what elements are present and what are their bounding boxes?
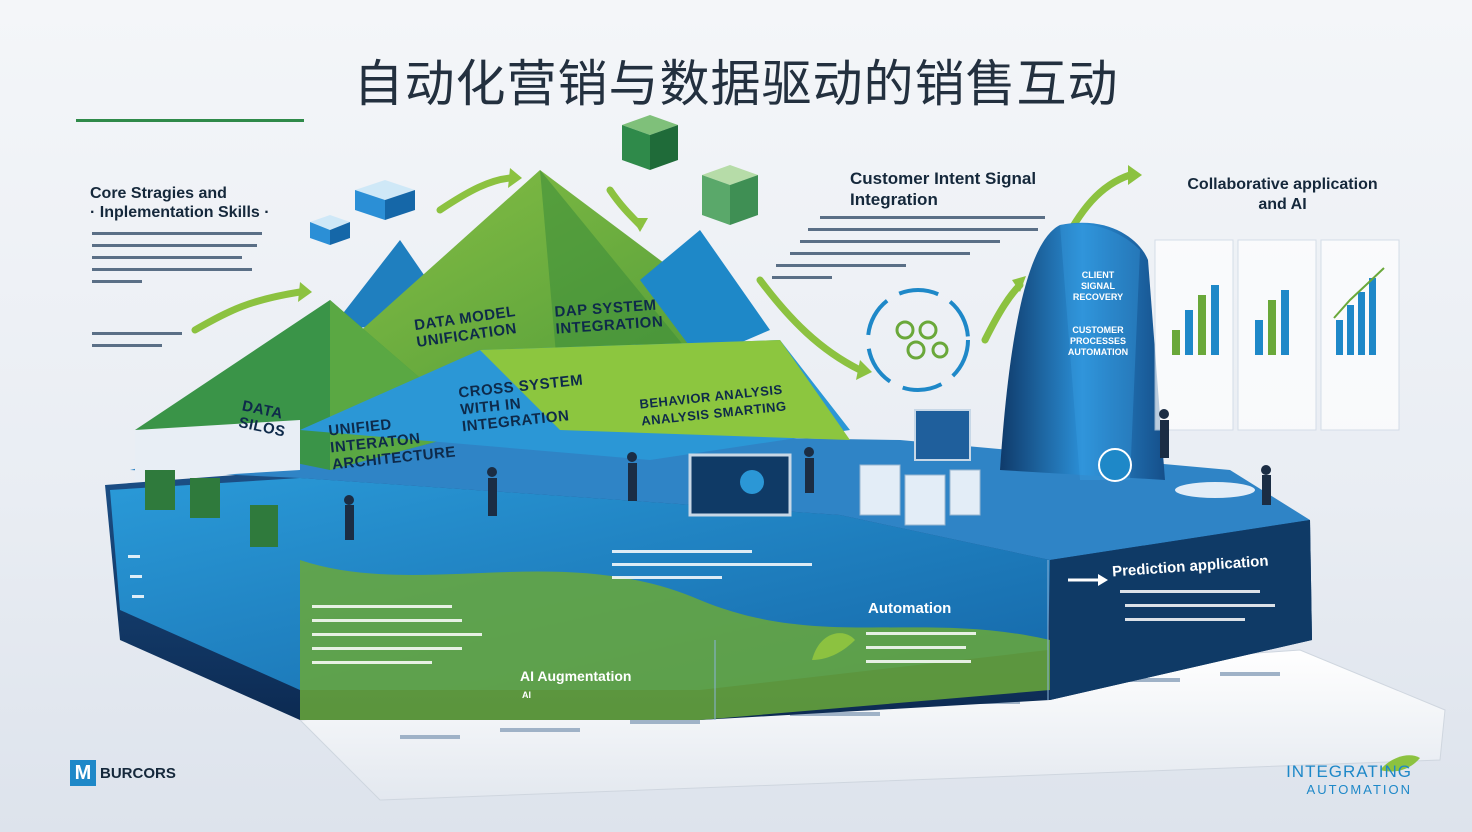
left-heading-line1: Core Stragies and [90,185,227,202]
base-green-wave [300,560,1050,720]
footer-tagline-2: AUTOMATION [1306,782,1412,797]
gear-icon [895,320,949,360]
collab-line2: and AI [1258,196,1307,213]
chart-panel-2 [1237,239,1317,431]
leaf-icon [812,633,1420,772]
intent-tower [1000,222,1165,481]
base-right-wing [1050,520,1312,700]
left-body-lines [92,232,262,347]
dashboard-screen [688,453,792,517]
brand-logo: M BURCORS [70,760,176,786]
arrow-heads [298,165,1142,380]
collab-heading: Collaborative application and AI [1180,175,1385,215]
left-heading: Core Stragies and · Inplementation Skill… [90,184,270,222]
tower-highlight [1060,223,1140,480]
plateau-green [480,340,850,440]
mountain-big-shadow [540,170,720,400]
base-body-lines [128,550,1275,664]
tower-t3: RECOVERY [1072,292,1124,302]
dashboard-dial [740,470,764,494]
label-ai-small: AI [522,690,531,700]
left-heading-line2: · Inplementation Skills · [90,204,270,221]
left-building-roof [135,420,300,480]
page-title: 自动化营销与数据驱动的销售互动 [353,56,1119,112]
chart-panel-3 [1320,239,1400,431]
globe-icon [1098,448,1132,482]
label-augmentation: AI Augmentation [520,668,632,684]
cube-small [310,215,350,245]
intent-body-lines [772,216,1045,279]
collab-line1: Collaborative application [1187,176,1378,193]
server-racks [145,470,278,547]
monitor-stack [914,409,971,461]
cube-top [622,115,678,170]
people-figures [344,409,1271,540]
tower-text-mid: CUSTOMER PROCESSES AUTOMATION [1058,325,1138,358]
tower-text-top: CLIENT SIGNAL RECOVERY [1068,270,1128,303]
tower-t4: CUSTOMER [1072,325,1124,335]
footer-tagline-1: INTEGRATING [1286,762,1412,781]
tower-t6: AUTOMATION [1067,347,1129,357]
tower-t5: PROCESSES [1069,336,1127,346]
document-stacks [859,464,981,526]
tower-t2: SIGNAL [1080,281,1115,291]
meeting-table [1175,482,1255,498]
mountain-right [640,230,770,360]
arrow-right-icon-head [1098,574,1108,586]
tower-t1: CLIENT [1081,270,1115,280]
brand-logo-icon: M [70,760,96,786]
customer-intent-line1: Customer Intent Signal [850,169,1037,188]
label-automation: Automation [868,600,952,617]
brand-name: BURCORS [100,764,176,782]
title-underline [76,119,304,122]
cube-right [702,165,758,225]
cycle-ring [866,288,970,392]
chart-panel-1 [1154,239,1234,431]
customer-intent-line2: Integration [850,190,938,209]
customer-intent-heading: Customer Intent Signal Integration [850,168,1036,210]
cube-left [355,180,415,220]
footer-tagline: INTEGRATING AUTOMATION [1286,762,1412,797]
